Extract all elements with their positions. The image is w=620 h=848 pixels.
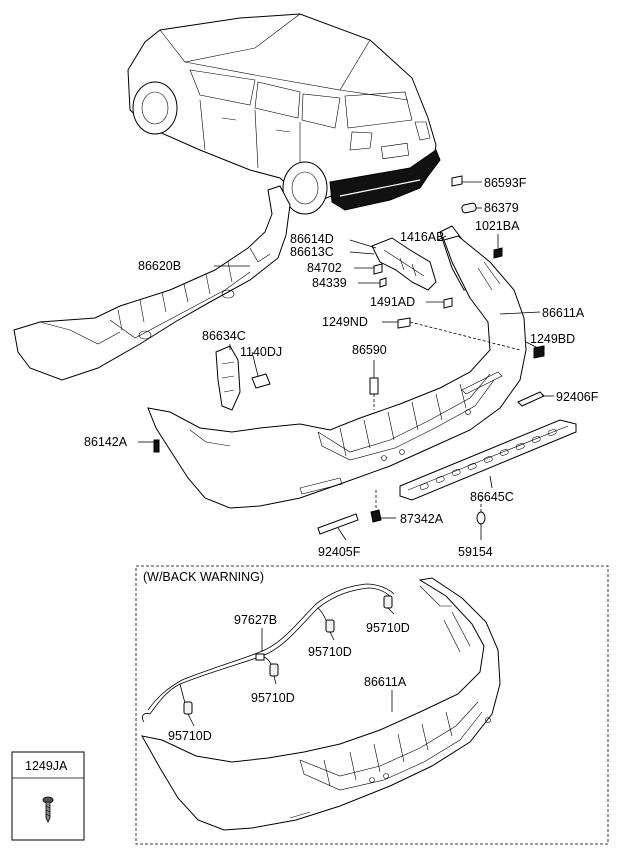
harness-connector (255, 653, 265, 661)
label-86620b: 86620B (138, 259, 181, 273)
bumper-cover-86611a (147, 235, 527, 509)
leader-lines (138, 181, 554, 541)
reflector-92406f (517, 391, 545, 407)
inset-back-warning: (W/BACK WARNING) 97627B 9571 (135, 565, 609, 845)
legend-box-1249ja: 1249JA (11, 751, 85, 841)
label-1416ab: 1416AB (400, 230, 444, 244)
bracket-86614d (371, 237, 437, 291)
sensor-1 (383, 595, 393, 609)
label-86645c: 86645C (470, 490, 514, 504)
label-1140dj: 1140DJ (240, 345, 282, 359)
label-86634c: 86634C (202, 329, 246, 343)
reflector-92405f (317, 513, 359, 535)
part-labels: 86593F 86379 1021BA 86614D 86613C 1416AB… (84, 176, 599, 559)
inset-label-95710d-c: 95710D (251, 691, 295, 705)
legend-title: 1249JA (25, 759, 68, 773)
label-1249bd: 1249BD (530, 332, 575, 346)
label-92406f: 92406F (556, 390, 599, 404)
grille-86645c (399, 419, 577, 501)
energy-absorber-86620b (13, 185, 291, 381)
fasteners-top (153, 175, 545, 525)
label-86611a: 86611A (542, 306, 585, 320)
label-86614d: 86614D (290, 232, 334, 246)
screw-icon (42, 796, 54, 823)
label-86142a: 86142A (84, 435, 128, 449)
bracket-86634c (215, 345, 241, 411)
label-1249nd: 1249ND (322, 315, 368, 329)
inset-title: (W/BACK WARNING) (143, 570, 264, 584)
inset-label-95710d-b: 95710D (308, 645, 352, 659)
label-84339: 84339 (312, 276, 347, 290)
inset-label-95710d-a: 95710D (366, 621, 410, 635)
sensor-4 (183, 701, 193, 715)
label-86379: 86379 (484, 201, 519, 215)
vehicle-illustration (127, 13, 441, 215)
label-87342a: 87342A (400, 512, 444, 526)
sensor-2 (325, 619, 335, 633)
label-1021ba: 1021BA (475, 219, 520, 233)
label-86613c: 86613C (290, 245, 334, 259)
label-86590: 86590 (352, 343, 387, 357)
label-84702: 84702 (307, 261, 342, 275)
sensor-3 (269, 663, 279, 677)
label-92405f: 92405F (318, 545, 361, 559)
inset-frame (135, 565, 609, 845)
label-59154: 59154 (458, 545, 493, 559)
inset-label-95710d-d: 95710D (168, 729, 212, 743)
inset-label-86611a: 86611A (364, 675, 407, 689)
label-1491ad: 1491AD (370, 295, 415, 309)
label-86593f: 86593F (484, 176, 527, 190)
inset-label-97627b: 97627B (234, 613, 277, 627)
